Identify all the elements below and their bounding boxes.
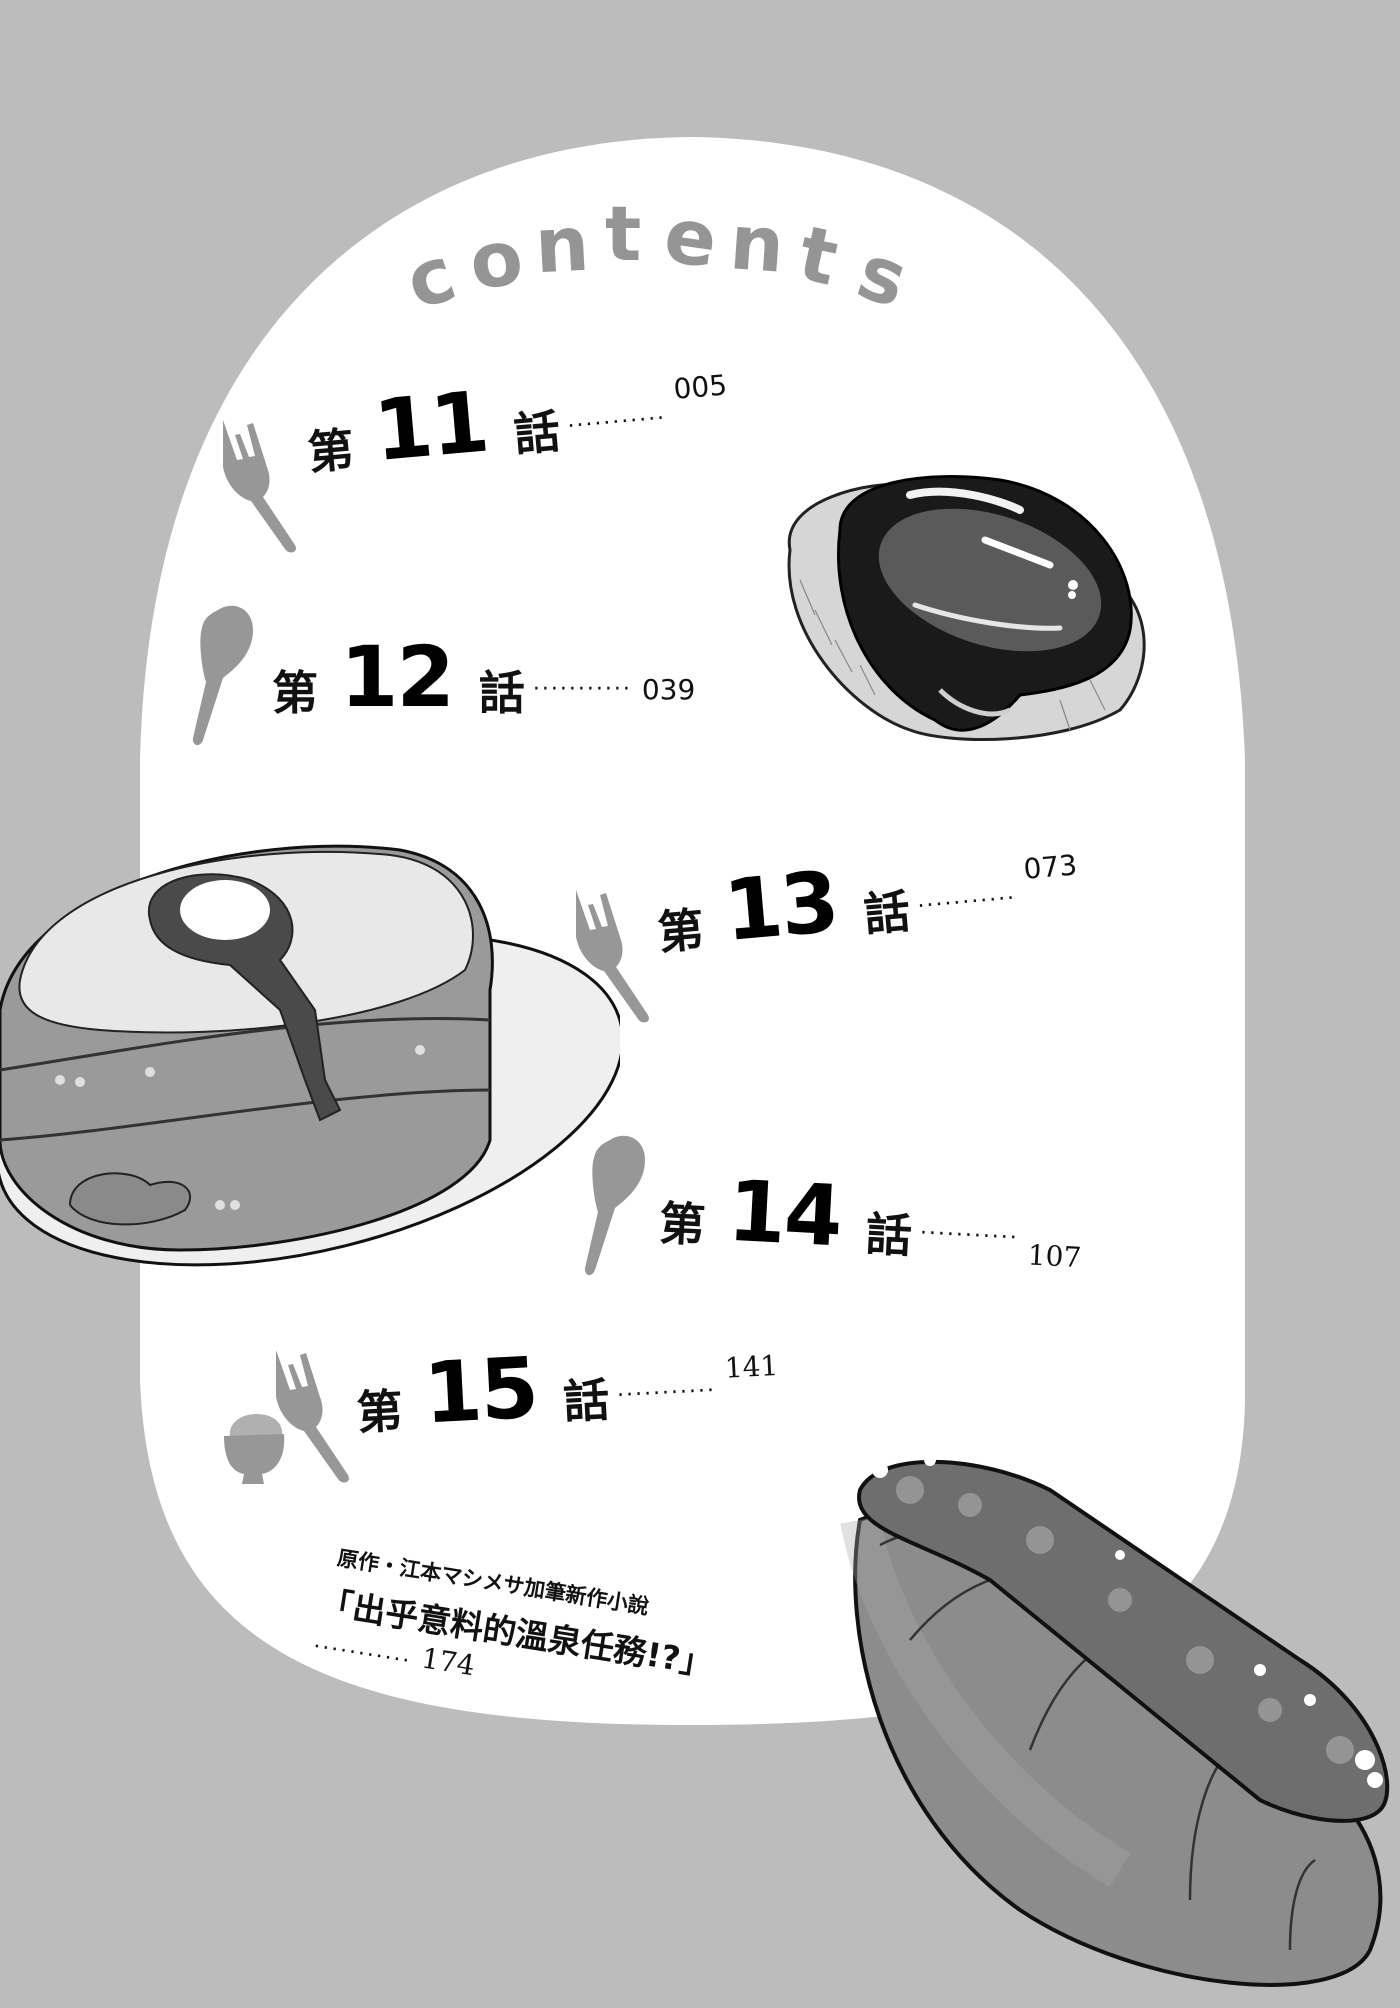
chapter-page-number: 005 [672,367,729,406]
rice-bowl-icon [224,1414,285,1484]
sausage-bread-illustration [840,1454,1390,1987]
leader-dots: ··········· [532,676,632,702]
chapter-suffix: 話 [511,403,563,462]
chapter-prefix: 第 [272,665,318,720]
fork-icon [276,1350,349,1483]
fork-icon [576,890,649,1023]
leader-dots: ··········· [616,1377,717,1408]
chapter-page-number: 039 [641,672,696,706]
chapter-prefix: 第 [305,421,357,480]
title-letter: o [463,211,529,308]
leader-dots: ··········· [566,405,668,439]
chapter-suffix: 話 [562,1372,611,1429]
title-letter: t [605,189,642,278]
spoon-icon [584,1135,645,1276]
spoon-icon [192,605,253,746]
chapter-page-number: 107 [1027,1237,1083,1274]
chapter-page-number: 141 [723,1348,780,1385]
title-letter: n [726,197,788,290]
title-letter: n [532,198,592,291]
chapter-number: 13 [720,852,842,961]
chapter-number: 12 [340,628,455,726]
chapter-number: 11 [370,372,492,481]
leader-dots: ··········· [919,1220,1020,1251]
fork-icon [223,420,296,553]
chapter-suffix: 話 [861,883,913,942]
chapter-page-number: 073 [1022,847,1079,886]
novel-page-number: 174 [419,1641,478,1683]
leader-dots: ··········· [916,885,1018,919]
chapter-number: 15 [421,1338,540,1443]
chapter-prefix: 第 [657,1195,707,1252]
glazed-bun-illustration [787,475,1146,742]
chapter-prefix: 第 [655,901,707,960]
pancake-stack-illustration [0,844,620,1267]
chapter-suffix: 話 [864,1206,914,1263]
chapter-entry-12[interactable]: 第 12 話 ··········· 039 [272,628,696,726]
leader-dots: ··········· [311,1634,413,1675]
chapter-number: 14 [725,1161,844,1266]
chapter-prefix: 第 [355,1383,405,1440]
title-letter: e [659,189,723,286]
chapter-suffix: 話 [478,665,525,720]
